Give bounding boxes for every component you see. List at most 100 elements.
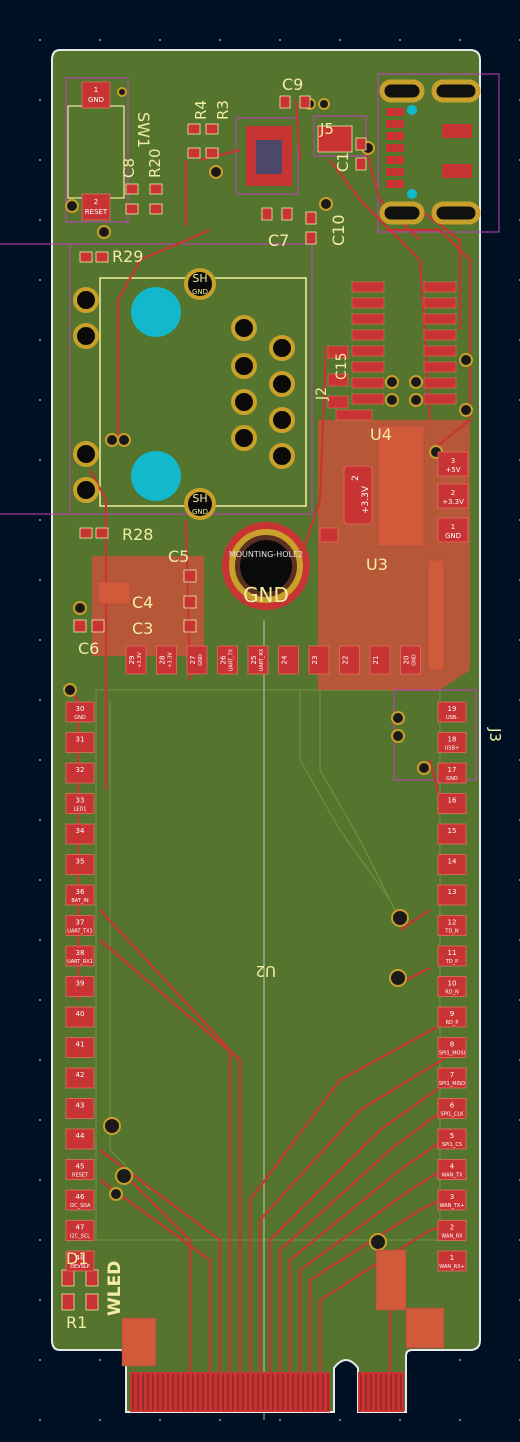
ref-r20: R20 [146,148,164,178]
qfn-ic [246,126,292,186]
ref-c5: C5 [168,547,189,566]
pad-rect [65,945,95,967]
pad-net: UART_RX1 [67,959,93,965]
pad-num: 28 [159,656,167,665]
pad-rect [437,1006,467,1028]
pad-num: 8 [450,1041,454,1049]
sw1-pads: 1 GND 2 RESET [81,81,111,221]
pad-num: 32 [76,766,85,774]
pad-32: 32 [65,762,95,784]
pad-num: 37 [76,919,85,927]
pad-rect [437,732,467,753]
pad-num: 43 [76,1102,85,1110]
pad-num: 7 [450,1071,454,1079]
pad-rect [65,1128,95,1150]
pad-13: 13 [437,884,467,906]
pad-rect [369,645,391,675]
pad-num: 26 [220,655,228,664]
pad-rect [437,1037,467,1058]
pad-rect [437,1098,467,1119]
pad-rect [278,645,299,675]
pad-num: 15 [448,827,457,835]
pad-num: 47 [76,1224,85,1232]
traces [69,99,472,1372]
pad-num: 35 [76,858,85,866]
pad-net: RESET [72,1173,89,1179]
small-passives [61,95,367,1311]
pad-num: 21 [372,656,380,665]
pad-rect [65,701,95,723]
pad-num: 13 [448,888,457,896]
pad-num: 18 [448,736,457,744]
pad-num: 20 [403,656,411,665]
pad-22: 22 [339,645,360,675]
pad-39: 39 [65,976,95,997]
pad-num: 44 [76,1132,85,1140]
pad-num: 6 [450,1102,455,1110]
usb-npth-1 [407,105,417,115]
pad-rect [65,915,95,936]
pad-rect [437,793,467,814]
pad-rect [247,645,269,675]
ref-j3: J3 [486,727,504,742]
pad-net: UART_RX [259,648,265,671]
pad-rect [400,645,421,675]
pad-num: 5 [450,1132,454,1140]
ref-r4: R4 [192,100,210,120]
ref-u3: U3 [366,555,388,574]
pad-rect [437,915,467,936]
pad-rect [156,645,177,675]
ref-r3: R3 [214,100,232,120]
pad-rect [437,854,467,875]
u3-pin-array [97,425,445,1367]
pad-net: UART_TX1 [67,929,92,935]
pad-44: 44 [65,1128,95,1150]
pad-rect [437,823,467,845]
pad-rect [65,1098,95,1119]
pad-net: GND [446,776,458,782]
ref-c1: C1 [334,152,352,172]
pad-net: UART_TX [229,648,235,671]
pad-rect [437,1189,467,1211]
power-pad-labels: 3 +5V 2 +3.3V 1 GND 2 +3.3V [351,457,464,540]
pad-num: 40 [76,1010,85,1018]
pad-net: WAN_RX [441,1234,463,1240]
pad-num: 16 [448,797,457,805]
pad-9: 9RD_P [437,1006,467,1028]
pad-num: 31 [76,736,85,744]
pad-num: 33 [76,797,85,805]
pad-28: 28+3.3V [156,645,177,675]
left-pads: 30GND313233LED1343536BAT_IN37UART_TX138U… [65,701,95,1272]
pad-rect [437,701,467,723]
pad-rect [437,1220,467,1241]
pad-num: 27 [189,656,197,665]
pad-num: 12 [448,919,457,927]
pad-num: 29 [128,656,136,665]
ref-wled: WLED [105,1261,125,1316]
pad-num: 24 [281,655,289,664]
pad-rect [65,732,95,753]
pwr-pad2-num: 2 [451,489,455,497]
pad-net: I2C_SCL [70,1234,90,1240]
pad-rect [65,1037,95,1058]
npth-hole-top [131,287,181,337]
pad-num: 38 [76,949,85,957]
pad-rect [217,645,238,675]
pad-rect [65,1159,95,1180]
pad-net: USB+ [445,746,459,752]
pad-35: 35 [65,854,95,875]
